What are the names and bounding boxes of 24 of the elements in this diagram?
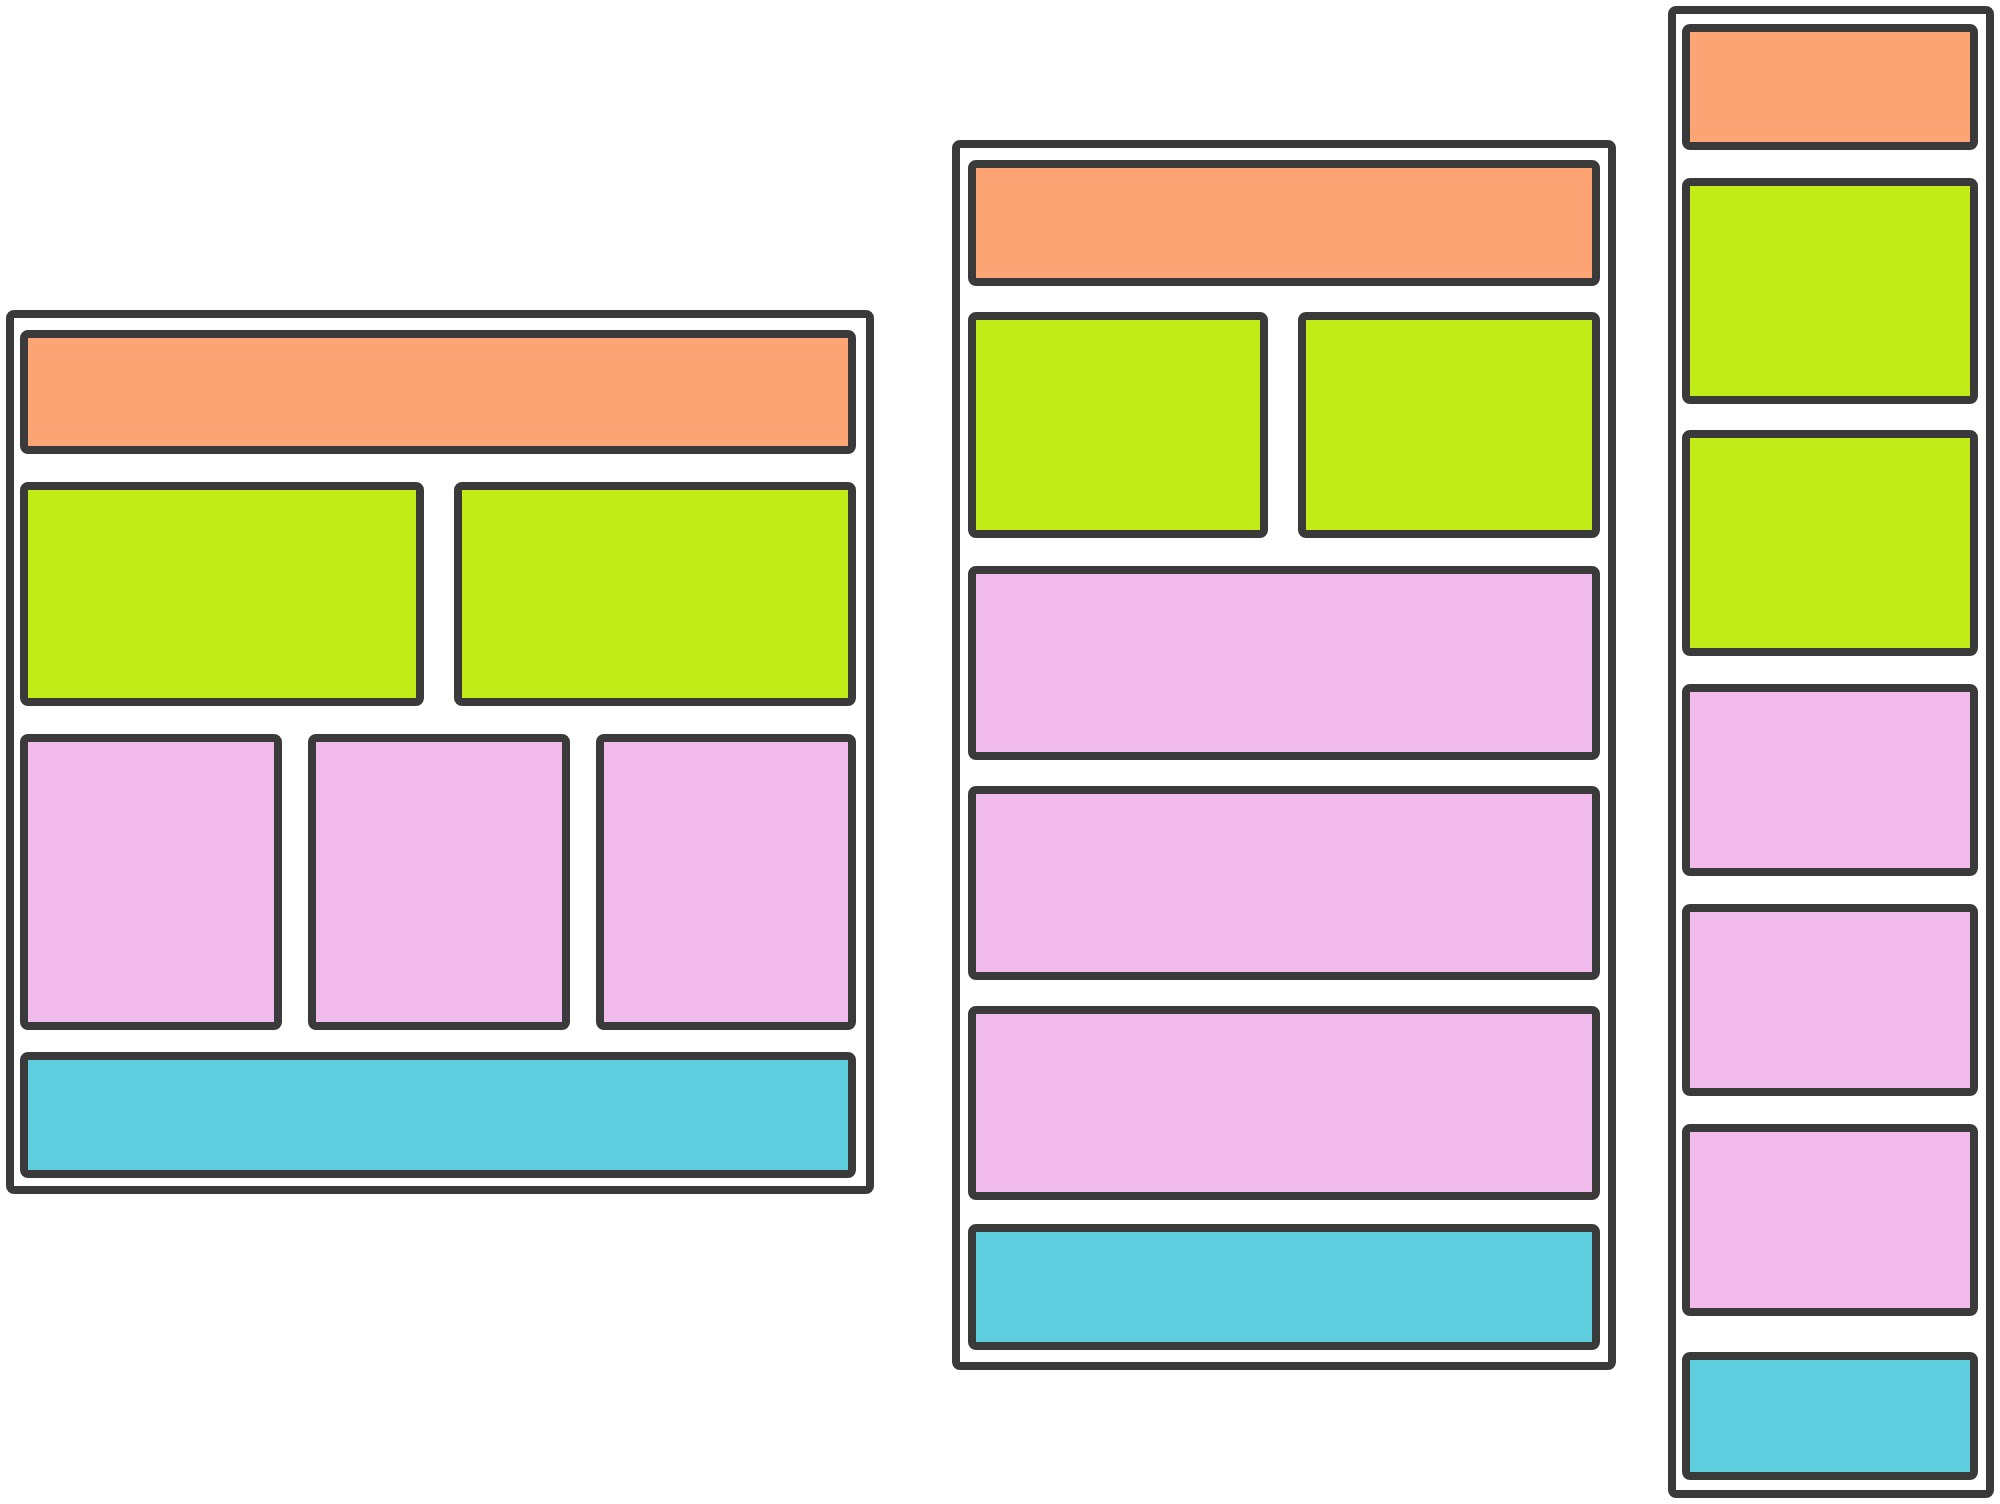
content-block xyxy=(20,482,424,706)
header-block xyxy=(968,160,1600,286)
content-block xyxy=(454,482,856,706)
card-block xyxy=(20,734,282,1030)
content-block xyxy=(968,312,1268,538)
card-block xyxy=(968,1006,1600,1200)
content-block xyxy=(1682,430,1978,656)
card-block xyxy=(968,566,1600,760)
card-block xyxy=(1682,904,1978,1096)
layout-frame xyxy=(952,140,1616,1370)
content-block xyxy=(1298,312,1600,538)
header-block xyxy=(20,330,856,454)
header-block xyxy=(1682,24,1978,150)
card-block xyxy=(596,734,856,1030)
footer-block xyxy=(20,1052,856,1178)
footer-block xyxy=(1682,1352,1978,1480)
card-block xyxy=(308,734,570,1030)
layout-frame xyxy=(1668,6,1994,1498)
footer-block xyxy=(968,1224,1600,1350)
card-block xyxy=(1682,1124,1978,1316)
layout-frame xyxy=(6,310,874,1194)
card-block xyxy=(1682,684,1978,876)
content-block xyxy=(1682,178,1978,404)
card-block xyxy=(968,786,1600,980)
